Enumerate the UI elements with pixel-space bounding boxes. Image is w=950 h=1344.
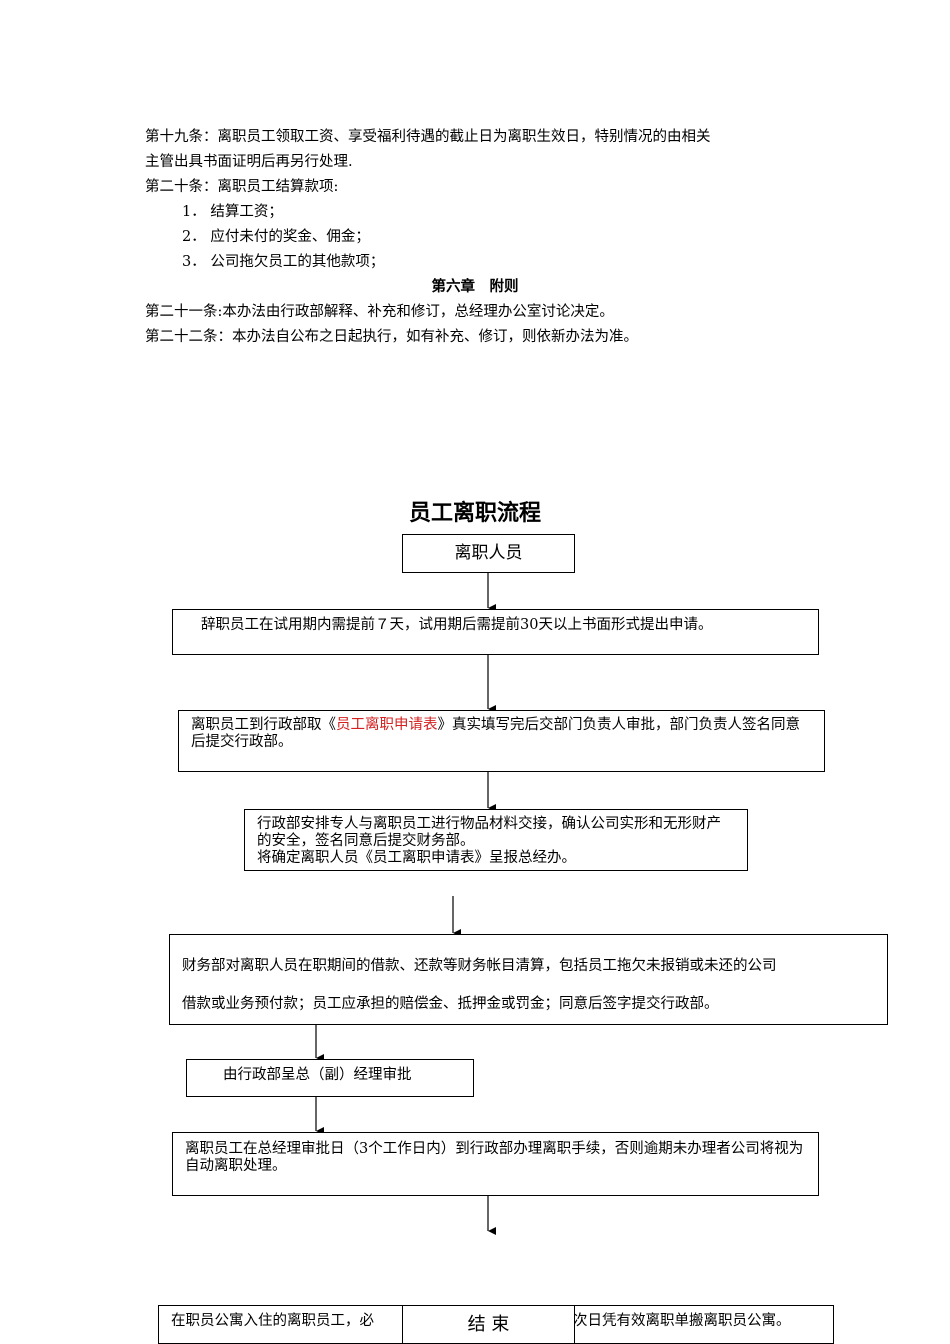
flow-start-box: 离职人员 [402, 534, 575, 573]
flow-step-exit-procedure: 离职员工在总经理审批日（3个工作日内）到行政部办理离职手续，否则逾期未办理者公司… [172, 1132, 819, 1196]
step2-text-pre: 离职员工到行政部取《 [191, 717, 336, 733]
step7-text-left: 在职员公寓入住的离职员工，必 [171, 1313, 374, 1329]
flow-step-manager-approval: 由行政部呈总（副）经理审批 [186, 1059, 474, 1097]
step6-text: 离职员工在总经理审批日（3个工作日内）到行政部办理离职手续，否则逾期未办理者公司… [185, 1141, 804, 1174]
article-21: 第二十一条:本办法由行政部解释、补充和修订，总经理办公室讨论决定。 [145, 304, 614, 320]
list-item-3: 3． 公司拖欠员工的其他款项； [182, 254, 385, 270]
step5-text: 由行政部呈总（副）经理审批 [223, 1067, 412, 1083]
step2-form-link: 员工离职申请表 [336, 717, 438, 733]
step1-text: 辞职员工在试用期内需提前７天，试用期后需提前30天以上书面形式提出申请。 [201, 617, 713, 633]
chapter-6-heading: 第六章 附则 [431, 278, 519, 295]
flow-title: 员工离职流程 [408, 501, 541, 526]
flow-step-handover: 行政部安排专人与离职员工进行物品材料交接，确认公司实形和无形财产的安全，签名同意… [244, 809, 748, 871]
flow-start-label: 离职人员 [454, 543, 523, 563]
article-20: 第二十条：离职员工结算款项: [145, 179, 339, 195]
step2-text-post: 》真实填写完后交部门负责人审批，部门负责人签名同意后提交行政部。 [191, 717, 800, 750]
flow-step-resignation-notice: 辞职员工在试用期内需提前７天，试用期后需提前30天以上书面形式提出申请。 [172, 609, 819, 655]
step7-text-right: 次日凭有效离职单搬离职员公寓。 [573, 1313, 791, 1329]
flow-end-box: 结 束 [402, 1305, 575, 1344]
article-19-line-2: 主管出具书面证明后再另行处理. [145, 154, 353, 170]
article-19-line-1: 第十九条：离职员工领取工资、享受福利待遇的截止日为离职生效日，特别情况的由相关 [145, 129, 711, 145]
flow-end-label: 结 束 [467, 1314, 510, 1335]
step3-text-a: 行政部安排专人与离职员工进行物品材料交接，确认公司实形和无形财产的安全，签名同意… [257, 816, 721, 849]
list-item-2: 2． 应付未付的奖金、佣金； [182, 229, 370, 245]
step4-text-a: 财务部对离职人员在职期间的借款、还款等财务帐目清算，包括员工拖欠未报销或未还的公… [182, 958, 777, 974]
article-22: 第二十二条：本办法自公布之日起执行，如有补充、修订，则依新办法为准。 [145, 329, 638, 345]
flow-step-finance-settlement: 财务部对离职人员在职期间的借款、还款等财务帐目清算，包括员工拖欠未报销或未还的公… [169, 934, 888, 1025]
step3-text-b: 将确定离职人员《员工离职申请表》呈报总经办。 [257, 850, 576, 866]
list-item-1: 1． 结算工资； [182, 204, 283, 220]
flow-step-application-form: 离职员工到行政部取《员工离职申请表》真实填写完后交部门负责人审批，部门负责人签名… [178, 710, 825, 772]
step4-text-b: 借款或业务预付款；员工应承担的赔偿金、抵押金或罚金；同意后签字提交行政部。 [182, 996, 719, 1012]
